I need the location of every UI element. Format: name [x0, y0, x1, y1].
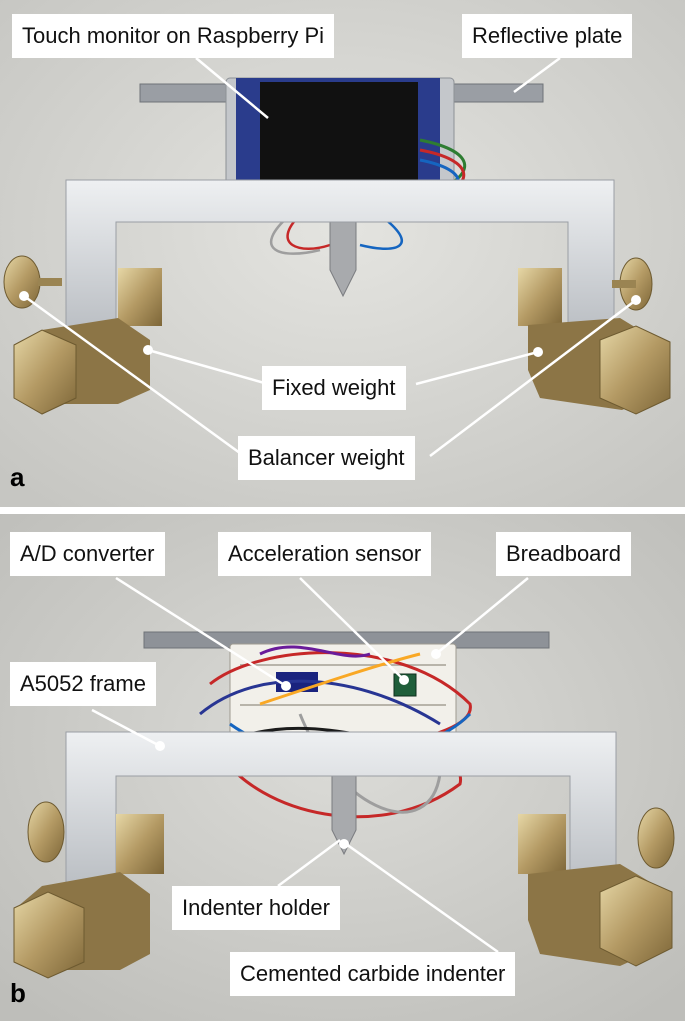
label-ad-converter: A/D converter: [10, 532, 165, 576]
label-touch-monitor: Touch monitor on Raspberry Pi: [12, 14, 335, 58]
label-reflective-plate: Reflective plate: [462, 14, 633, 58]
label-acceleration-sensor: Acceleration sensor: [218, 532, 432, 576]
panel-b: A/D converter Acceleration sensor Breadb…: [0, 514, 685, 1021]
balancer-weight-left-b: [27, 801, 65, 863]
photo-panel-a: [0, 0, 685, 507]
balancer-weight-right-b: [637, 807, 675, 869]
label-cemented-carbide-indenter: Cemented carbide indenter: [230, 952, 516, 996]
fixed-weight-left-hex-b: [13, 891, 85, 979]
label-indenter-holder: Indenter holder: [172, 886, 340, 930]
label-a5052-frame: A5052 frame: [10, 662, 156, 706]
fixed-weight-right-hex-b: [599, 875, 673, 967]
fixed-weight-right-hex: [599, 325, 671, 415]
label-fixed-weight: Fixed weight: [262, 366, 406, 410]
label-breadboard: Breadboard: [496, 532, 631, 576]
panel-letter-b: b: [10, 978, 26, 1008]
label-balancer-weight: Balancer weight: [238, 436, 415, 480]
panel-a: Touch monitor on Raspberry Pi Reflective…: [0, 0, 685, 507]
touch-screen: [260, 82, 418, 192]
photo-panel-b: [0, 514, 685, 1021]
panel-letter-a: a: [10, 462, 25, 492]
fixed-weight-left-hex: [13, 329, 77, 415]
